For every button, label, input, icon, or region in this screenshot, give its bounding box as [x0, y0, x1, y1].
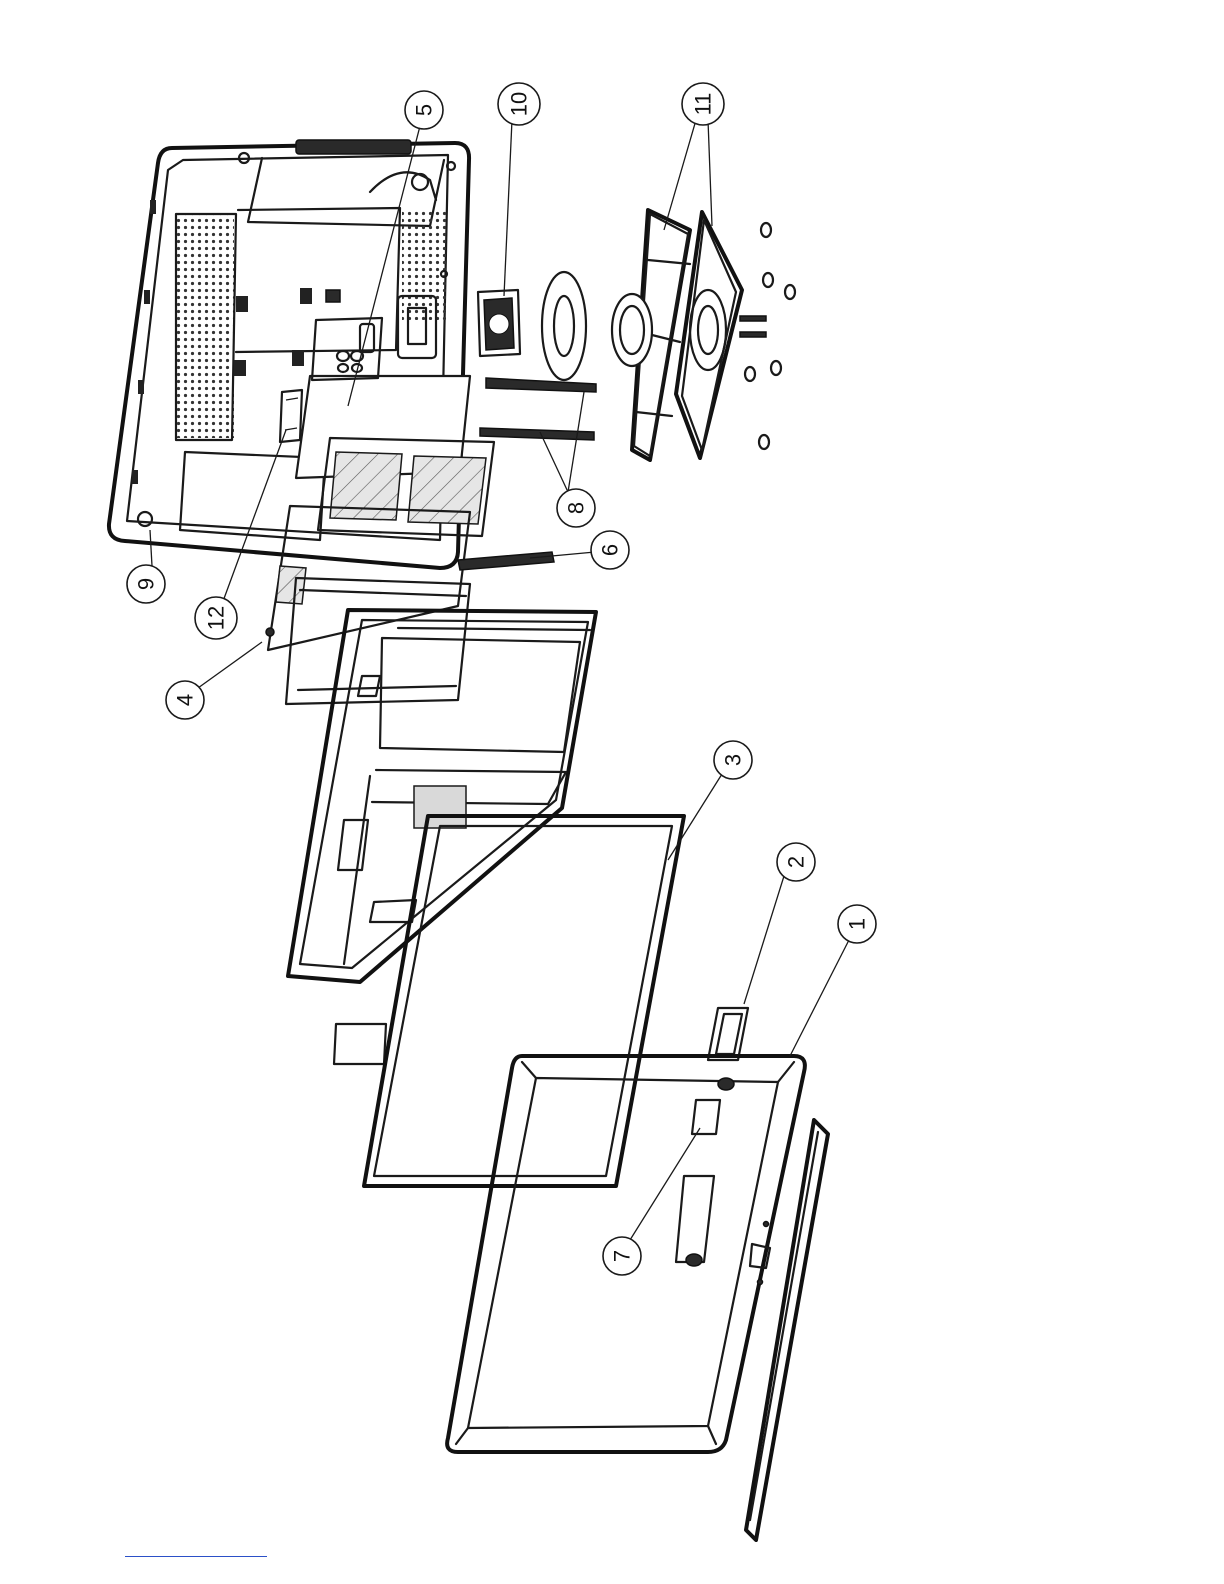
callout-8: 8	[557, 489, 595, 527]
callout-12: 12	[195, 597, 237, 639]
callout-4-label: 4	[173, 694, 198, 706]
callout-10-label: 10	[507, 92, 532, 116]
small-bracket	[280, 390, 302, 442]
callout-11-label: 11	[691, 93, 716, 116]
buttons	[480, 378, 596, 440]
callout-1-label: 1	[845, 918, 870, 930]
callout-1: 1	[838, 905, 876, 943]
callout-5: 5	[405, 91, 443, 129]
callout-7: 7	[603, 1237, 641, 1275]
callout-3: 3	[714, 741, 752, 779]
callout-9-label: 9	[134, 578, 159, 590]
callout-8-label: 8	[564, 502, 589, 514]
callout-2: 2	[777, 843, 815, 881]
callout-5-label: 5	[412, 104, 437, 116]
callout-6-label: 6	[598, 544, 623, 556]
middle-frame	[288, 610, 596, 1064]
callout-6: 6	[591, 531, 629, 569]
hinge-bracket	[478, 290, 520, 356]
callout-12-label: 12	[204, 606, 229, 630]
leader-lines	[150, 120, 850, 1240]
callout-2-label: 2	[784, 856, 809, 868]
lcd-panel	[364, 816, 684, 1186]
callout-10: 10	[498, 83, 540, 125]
callout-4: 4	[166, 681, 204, 719]
stand	[612, 210, 795, 460]
speaker	[708, 1008, 748, 1060]
footer-rule	[125, 1556, 267, 1557]
callout-9: 9	[127, 565, 165, 603]
stand-ring	[542, 272, 586, 380]
callout-3-label: 3	[721, 754, 746, 766]
key-board	[458, 552, 554, 570]
callout-7-label: 7	[610, 1250, 635, 1262]
callout-11: 11	[682, 83, 724, 125]
